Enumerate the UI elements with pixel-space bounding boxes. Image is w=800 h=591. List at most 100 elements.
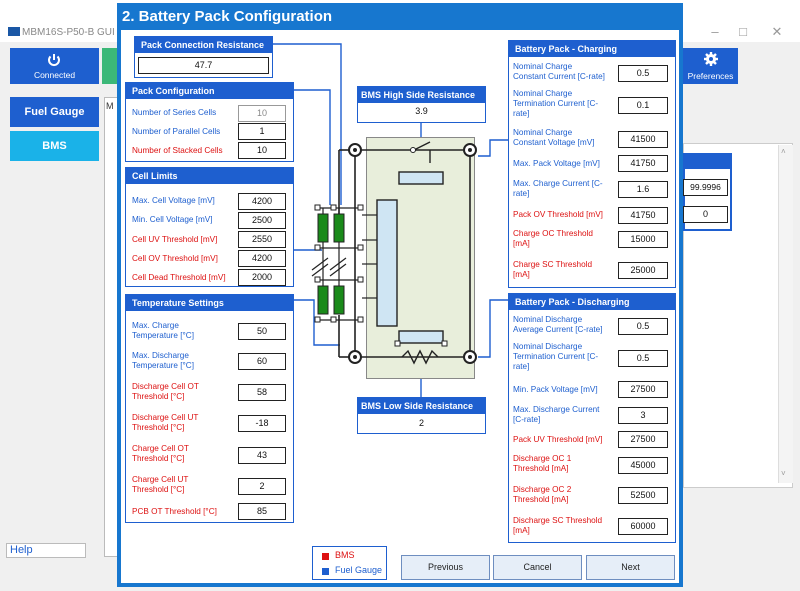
min-cell-voltage-label: Min. Cell Voltage [mV] [132, 215, 213, 224]
sidebar-item-bms[interactable]: BMS [10, 131, 99, 161]
stacked-cells-value[interactable]: 10 [238, 142, 286, 159]
parallel-cells-value[interactable]: 1 [238, 123, 286, 140]
discharging-header: Battery Pack - Discharging [509, 294, 675, 310]
maximize-icon[interactable]: □ [739, 24, 747, 39]
discharging-panel: Battery Pack - Discharging Nominal Disch… [508, 293, 676, 543]
discharge-cell-ot-value[interactable]: 58 [238, 384, 286, 401]
scroll-up-icon[interactable]: ˄ [781, 147, 786, 156]
discharge-oc2-value[interactable]: 52500 [618, 487, 668, 504]
cell-ov-threshold-value[interactable]: 4200 [238, 250, 286, 267]
bms-low-side-value[interactable]: 2 [418, 418, 424, 428]
close-icon[interactable]: ✕ [771, 24, 783, 39]
nominal-discharge-avg-value[interactable]: 0.5 [618, 318, 668, 335]
charge-cell-ot-value[interactable]: 43 [238, 447, 286, 464]
cell-dead-threshold-value[interactable]: 2000 [238, 269, 286, 286]
minimize-icon[interactable]: – [711, 24, 719, 39]
terminal-bottom-right-icon [463, 350, 477, 364]
cell-limits-header: Cell Limits [126, 168, 293, 184]
preferences-button[interactable]: Preferences [683, 48, 738, 84]
background-box-header [685, 155, 730, 169]
pack-connection-header: Pack Connection Resistance [mΩ] [135, 37, 272, 66]
series-cells-label: Number of Series Cells [132, 108, 217, 117]
cell-ov-threshold-label: Cell OV Threshold [mV] [132, 254, 218, 263]
previous-button[interactable]: Previous [401, 555, 490, 580]
background-app-title: MBM16S-P50-B GUI - [22, 27, 121, 38]
gear-icon [703, 51, 719, 67]
background-scrollbar[interactable]: ˄ ˅ [778, 145, 793, 483]
min-pack-voltage-value[interactable]: 27500 [618, 381, 668, 398]
charge-sc-threshold-value[interactable]: 25000 [618, 262, 668, 279]
pack-ov-threshold-label: Pack OV Threshold [mV] [513, 210, 603, 219]
series-cells-value[interactable]: 10 [238, 105, 286, 122]
cell-uv-threshold-value[interactable]: 2550 [238, 231, 286, 248]
next-button[interactable]: Next [586, 555, 675, 580]
charge-sc-threshold-label: Charge SC Threshold[mA] [513, 260, 593, 279]
dialog-title: 2. Battery Pack Configuration [122, 8, 333, 25]
cancel-button[interactable]: Cancel [493, 555, 582, 580]
min-cell-voltage-value[interactable]: 2500 [238, 212, 286, 229]
legend-bms-label: BMS [335, 550, 355, 560]
pcb-ot-threshold-value[interactable]: 85 [238, 503, 286, 520]
max-charge-current-label: Max. Charge Current [C-rate] [513, 179, 603, 198]
temperature-settings-header: Temperature Settings [126, 295, 293, 311]
pcb-ot-threshold-label: PCB OT Threshold [°C] [132, 507, 217, 516]
nominal-charge-cc-value[interactable]: 0.5 [618, 65, 668, 82]
parallel-cells-label: Number of Parallel Cells [132, 127, 221, 136]
bms-high-side-value[interactable]: 3.9 [415, 106, 428, 116]
connected-label: Connected [33, 70, 76, 80]
max-discharge-temp-value[interactable]: 60 [238, 353, 286, 370]
connected-button[interactable]: Connected [10, 48, 99, 84]
max-discharge-current-value[interactable]: 3 [618, 407, 668, 424]
max-pack-voltage-label: Max. Pack Voltage [mV] [513, 159, 600, 168]
bms-high-side-header: BMS High Side Resistance [mΩ] [358, 87, 485, 116]
pack-connection-value[interactable]: 47.7 [138, 57, 269, 74]
legend-fuel-gauge-label: Fuel Gauge [335, 565, 383, 575]
discharge-oc1-value[interactable]: 45000 [618, 457, 668, 474]
green-toolbar-button[interactable] [102, 48, 117, 84]
discharge-sc-value[interactable]: 60000 [618, 518, 668, 535]
discharge-sc-label: Discharge SC Threshold[mA] [513, 516, 603, 535]
pack-ov-threshold-value[interactable]: 41750 [618, 207, 668, 224]
nominal-discharge-term-value[interactable]: 0.5 [618, 350, 668, 367]
discharge-cell-ut-value[interactable]: -18 [238, 415, 286, 432]
cell-dead-threshold-label: Cell Dead Threshold [mV] [132, 273, 226, 282]
app-logo-icon [8, 27, 20, 36]
background-values-box: 99.9996 0 [683, 153, 732, 231]
max-discharge-current-label: Max. Discharge Current[C-rate] [513, 405, 600, 424]
max-cell-voltage-value[interactable]: 4200 [238, 193, 286, 210]
background-partial-label: M [106, 101, 114, 111]
max-charge-current-value[interactable]: 1.6 [618, 181, 668, 198]
power-icon [46, 52, 62, 68]
charge-oc-threshold-value[interactable]: 15000 [618, 231, 668, 248]
bms-low-side-panel: BMS Low Side Resistance [mΩ] 2 [357, 397, 486, 434]
charge-cell-ut-value[interactable]: 2 [238, 478, 286, 495]
bms-high-side-panel: BMS High Side Resistance [mΩ] 3.9 [357, 86, 486, 123]
pack-uv-threshold-value[interactable]: 27500 [618, 431, 668, 448]
sidebar-item-fuel-gauge[interactable]: Fuel Gauge [10, 97, 99, 127]
max-charge-temp-value[interactable]: 50 [238, 323, 286, 340]
stacked-cells-label: Number of Stacked Cells [132, 146, 223, 155]
nominal-charge-term-value[interactable]: 0.1 [618, 97, 668, 114]
charging-header: Battery Pack - Charging [509, 41, 675, 57]
max-pack-voltage-value[interactable]: 41750 [618, 155, 668, 172]
scroll-down-icon[interactable]: ˅ [781, 469, 786, 478]
legend: BMS Fuel Gauge [312, 546, 387, 580]
preferences-label: Preferences [687, 71, 734, 81]
background-box-value-a: 99.9996 [683, 179, 728, 196]
help-link[interactable]: Help [6, 543, 86, 558]
nominal-charge-cv-value[interactable]: 41500 [618, 131, 668, 148]
pack-connection-panel: Pack Connection Resistance [mΩ] 47.7 [134, 36, 273, 78]
